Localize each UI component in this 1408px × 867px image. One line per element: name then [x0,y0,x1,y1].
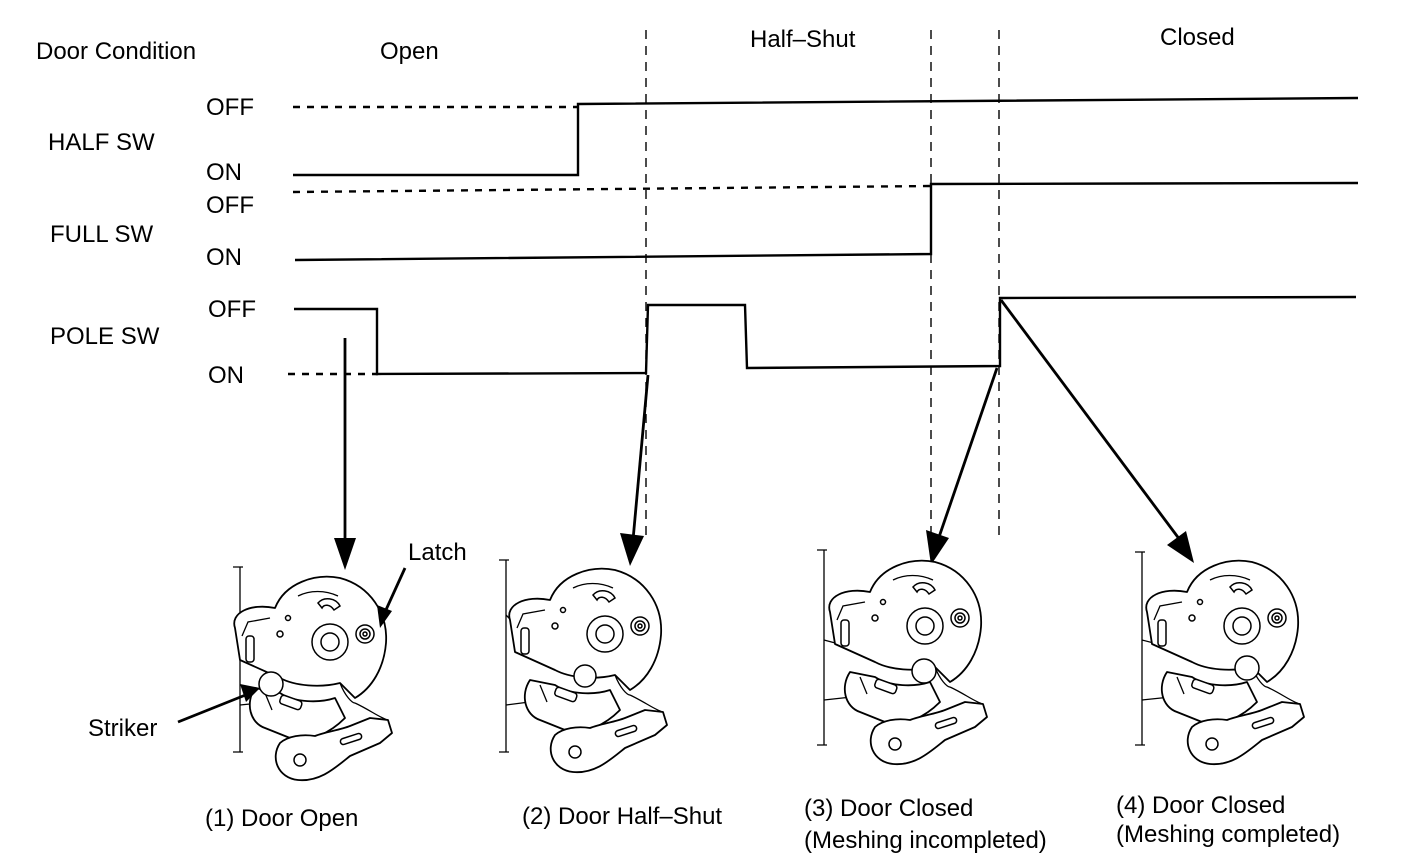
state-closed-label: Closed [1160,24,1235,51]
figure-4-caption-sub: (Meshing completed) [1116,821,1340,848]
latch-figure-4 [1135,551,1305,766]
full-sw-off-label: OFF [206,192,254,219]
striker-circle [258,671,284,697]
striker-pointer [177,692,249,724]
arrow-head-fig3 [926,530,949,565]
arrow-head-fig4 [1167,531,1194,563]
arrow-to-fig2 [631,374,650,541]
latch-label: Latch [408,539,467,566]
pole-sw-label: POLE SW [50,323,160,350]
arrow-head-fig2 [620,533,644,566]
figure-3-caption: (3) Door Closed [804,795,973,822]
half-sw-label: HALF SW [48,129,155,156]
striker-circle-3 [911,658,937,684]
figure-1-caption: (1) Door Open [205,805,358,832]
figure-2-caption: (2) Door Half–Shut [522,803,722,830]
striker-label: Striker [88,715,157,742]
striker-circle-2 [573,664,597,688]
full-sw-trace [294,181,1359,262]
figure-4-caption: (4) Door Closed [1116,792,1285,819]
full-sw-label: FULL SW [50,221,153,248]
arrow-to-fig3 [936,367,999,541]
state-half-shut-label: Half–Shut [750,26,856,53]
pole-sw-trace [294,295,1357,376]
half-sw-trace [293,96,1359,177]
arrow-head-fig1 [334,538,356,570]
full-sw-on-label: ON [206,244,242,271]
half-sw-off-label: OFF [206,94,254,121]
latch-figure-1 [233,566,393,782]
pole-sw-on-label: ON [208,362,244,389]
striker-circle-4 [1234,655,1260,681]
full-sw-off-dashed [292,184,932,194]
half-sw-on-label: ON [206,159,242,186]
latch-pointer-head [377,605,392,628]
striker-pointer-head [240,684,260,702]
latch-figure-3 [817,549,988,766]
latch-figure-2 [499,559,668,774]
figure-3-caption-sub: (Meshing incompleted) [804,827,1047,854]
state-open-label: Open [380,38,439,65]
arrow-to-fig4 [999,299,1182,541]
door-condition-label: Door Condition [36,38,196,65]
pole-sw-off-label: OFF [208,296,256,323]
latch-pointer [383,567,407,613]
